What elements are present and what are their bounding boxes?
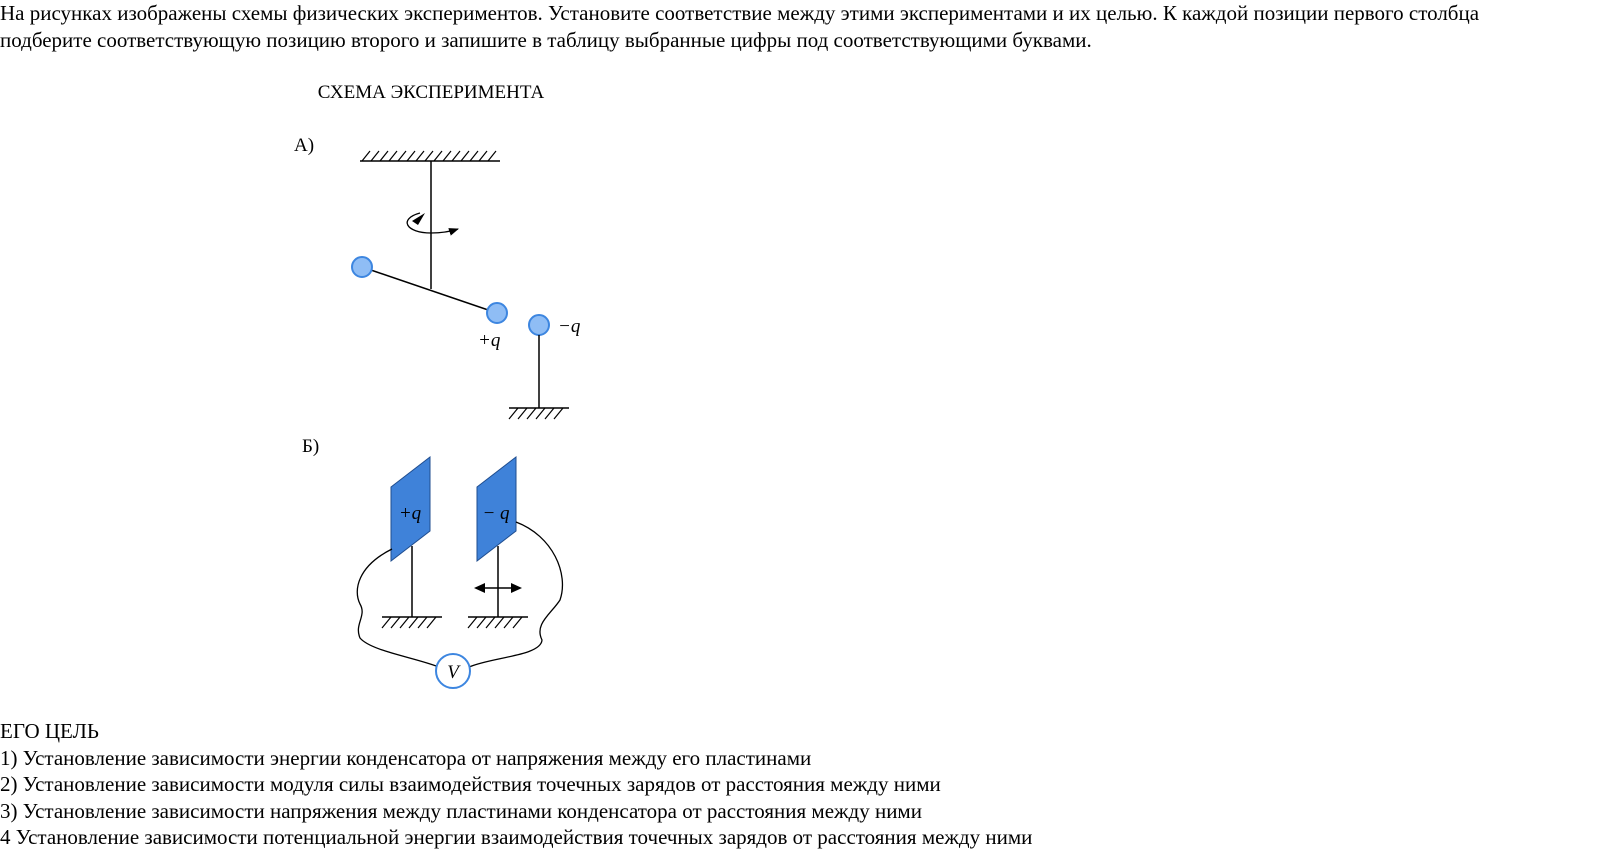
scheme-heading: СХЕМА ЭКСПЕРИМЕНТА: [318, 82, 545, 103]
wire-right: [468, 521, 564, 668]
charge-label-positive: +q: [478, 330, 501, 351]
experiment-figure: СХЕМА ЭКСПЕРИМЕНТА А) +q −q Б) +q: [294, 82, 581, 689]
torsion-rod: [361, 266, 498, 314]
experiment-a-label: А): [294, 135, 314, 156]
experiment-b-label: Б): [302, 436, 319, 457]
goal-item-1: 1) Установление зависимости энергии конд…: [0, 745, 812, 770]
goal-item-3: 3) Установление зависимости напряжения м…: [0, 798, 922, 823]
left-plate-ground: [381, 616, 442, 629]
goals-list: ЕГО ЦЕЛЬ 1) Установление зависимости эне…: [0, 718, 1032, 851]
charged-ball-negative: [528, 314, 550, 336]
goals-heading: ЕГО ЦЕЛЬ: [0, 719, 99, 743]
ceiling-support: [360, 150, 500, 162]
voltmeter-label: V: [447, 662, 461, 683]
wire-left: [356, 548, 440, 668]
task-intro: На рисунках изображены схемы физических …: [0, 1, 1480, 52]
goal-item-2: 2) Установление зависимости модуля силы …: [0, 772, 941, 796]
experiment-diagram: СХЕМА ЭКСПЕРИМЕНТА А) +q −q Б) +q: [294, 82, 581, 689]
charged-ball-positive: [486, 302, 508, 324]
charge-label-negative: −q: [558, 316, 581, 337]
left-ball: [351, 256, 373, 278]
plate-label-positive: +q: [399, 503, 422, 524]
rotation-arrow-icon: [406, 212, 459, 236]
rotation-arrowhead-icon: [412, 213, 425, 225]
voltmeter: [435, 653, 471, 689]
move-double-arrow-icon: [474, 583, 522, 593]
plate-label-negative: − q: [482, 503, 510, 524]
capacitor-plate-left: [390, 455, 431, 563]
right-plate-ground: [467, 616, 528, 629]
stand-ground: [508, 407, 569, 420]
capacitor-plate-right: [476, 455, 517, 563]
goal-item-4: 4 Установление зависимости потенциальной…: [0, 825, 1033, 849]
